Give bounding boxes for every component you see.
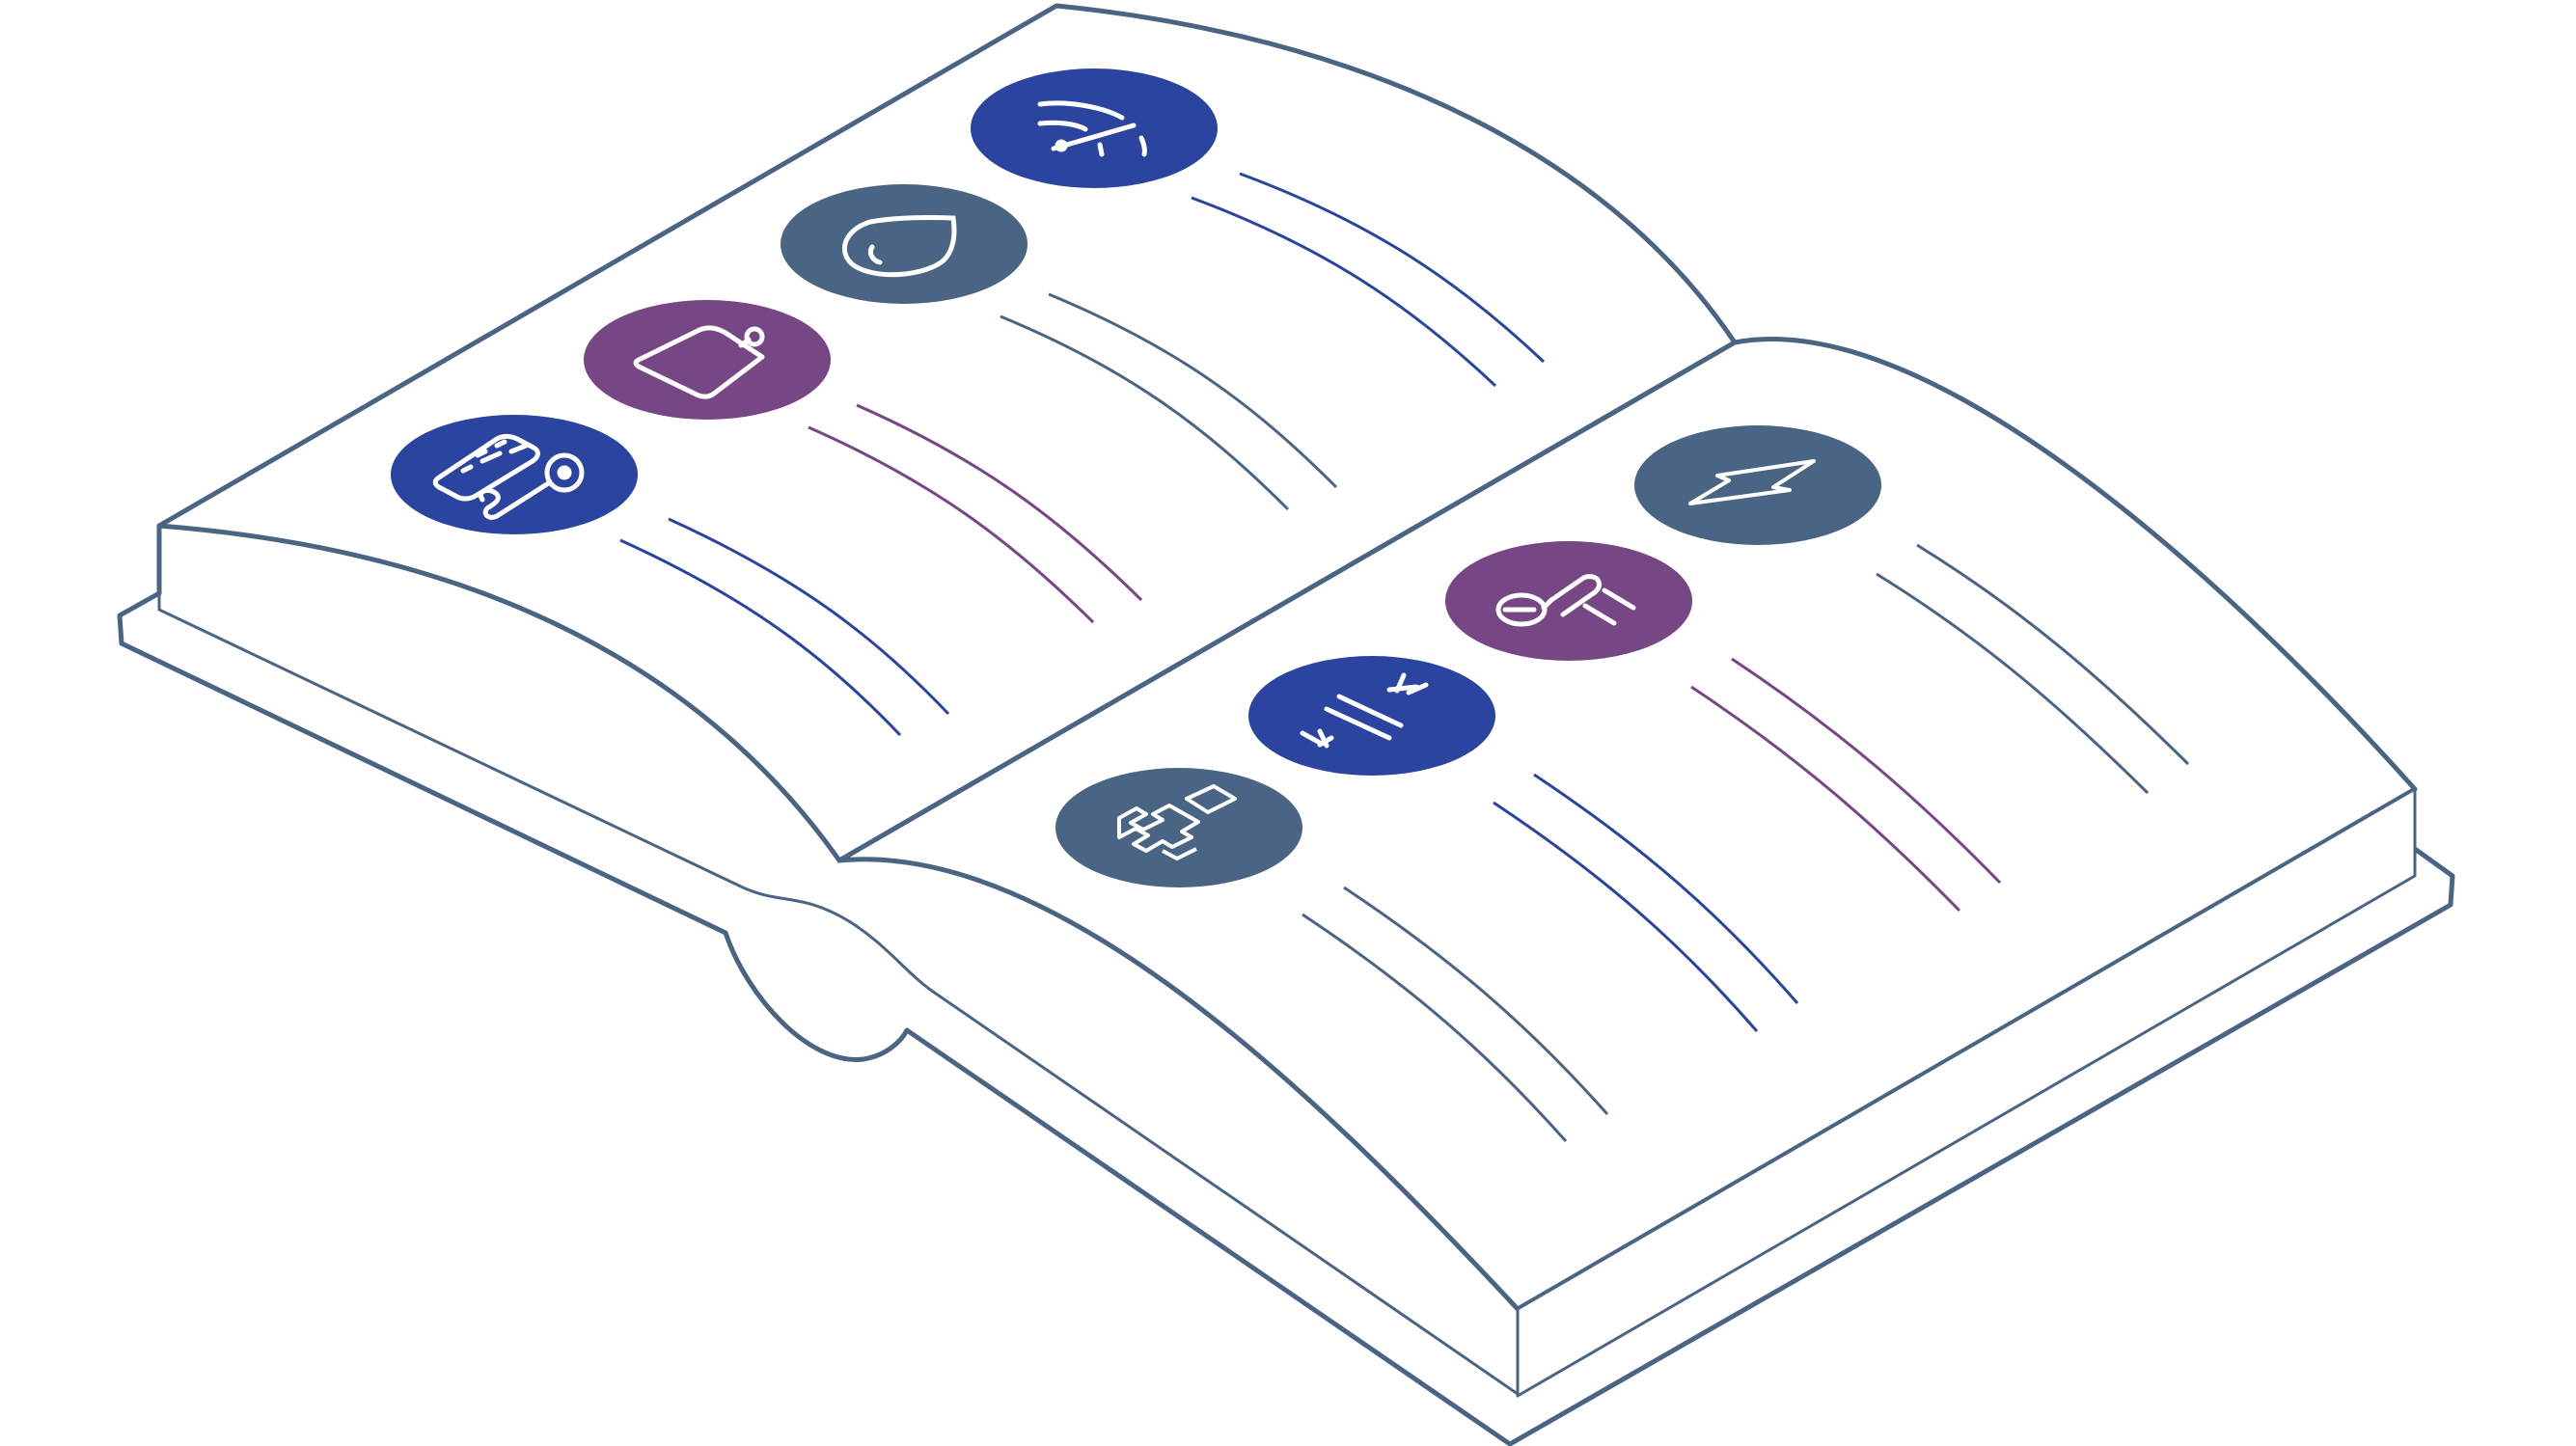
left-page-entries [391,68,1546,737]
lightning-icon [1688,459,1816,505]
key-card-icon [432,433,585,520]
book-body [117,3,2455,1446]
right-entry-1-line-1 [1916,543,2190,766]
right-entry-3-badge [1248,656,1495,776]
book-back-cover [117,590,2455,1446]
gauge-icon [1037,100,1147,157]
left-entry-4-line-2 [619,538,902,737]
left-entry-2-line-2 [1000,314,1290,511]
right-entry-2-badge [1445,541,1692,661]
left-entry-4-line-1 [668,517,950,716]
left-entry-1-line-1 [1239,172,1546,364]
thermometer-icon [1495,574,1636,627]
left-entry-4 [391,415,950,737]
left-entry-1 [971,68,1546,388]
right-entry-4 [1055,768,1609,1142]
right-entry-4-line-2 [1302,913,1568,1142]
right-entry-2-line-2 [1690,685,1961,913]
right-entry-4-line-1 [1343,886,1609,1115]
left-entry-3 [584,300,1143,624]
left-entry-1-badge [971,68,1218,188]
left-page-fore-edge [157,524,841,862]
right-entry-1-badge [1634,425,1881,545]
right-entry-3 [1248,656,1799,1032]
structure-icon [1117,784,1237,860]
left-page-bottom-edge [157,591,1520,1396]
left-entry-3-badge [584,300,831,420]
right-entry-2-line-1 [1731,657,2002,885]
right-entry-1 [1634,425,2190,795]
right-entry-4-badge [1055,768,1302,887]
left-entry-2-line-1 [1048,292,1338,489]
right-page-entries [1055,425,2190,1142]
left-entry-1-line-2 [1191,196,1497,388]
water-drop-icon [842,214,957,278]
right-entry-3-line-1 [1533,773,1799,1004]
right-entry-1-line-2 [1876,572,2150,795]
compression-icon [1300,672,1429,749]
weight-icon [633,325,765,399]
left-entry-3-line-2 [808,425,1095,624]
left-entry-2-badge [781,184,1028,304]
left-entry-2 [781,184,1338,511]
left-entry-3-line-1 [856,403,1143,602]
right-entry-2 [1445,541,2002,913]
right-entry-3-line-2 [1493,801,1759,1032]
